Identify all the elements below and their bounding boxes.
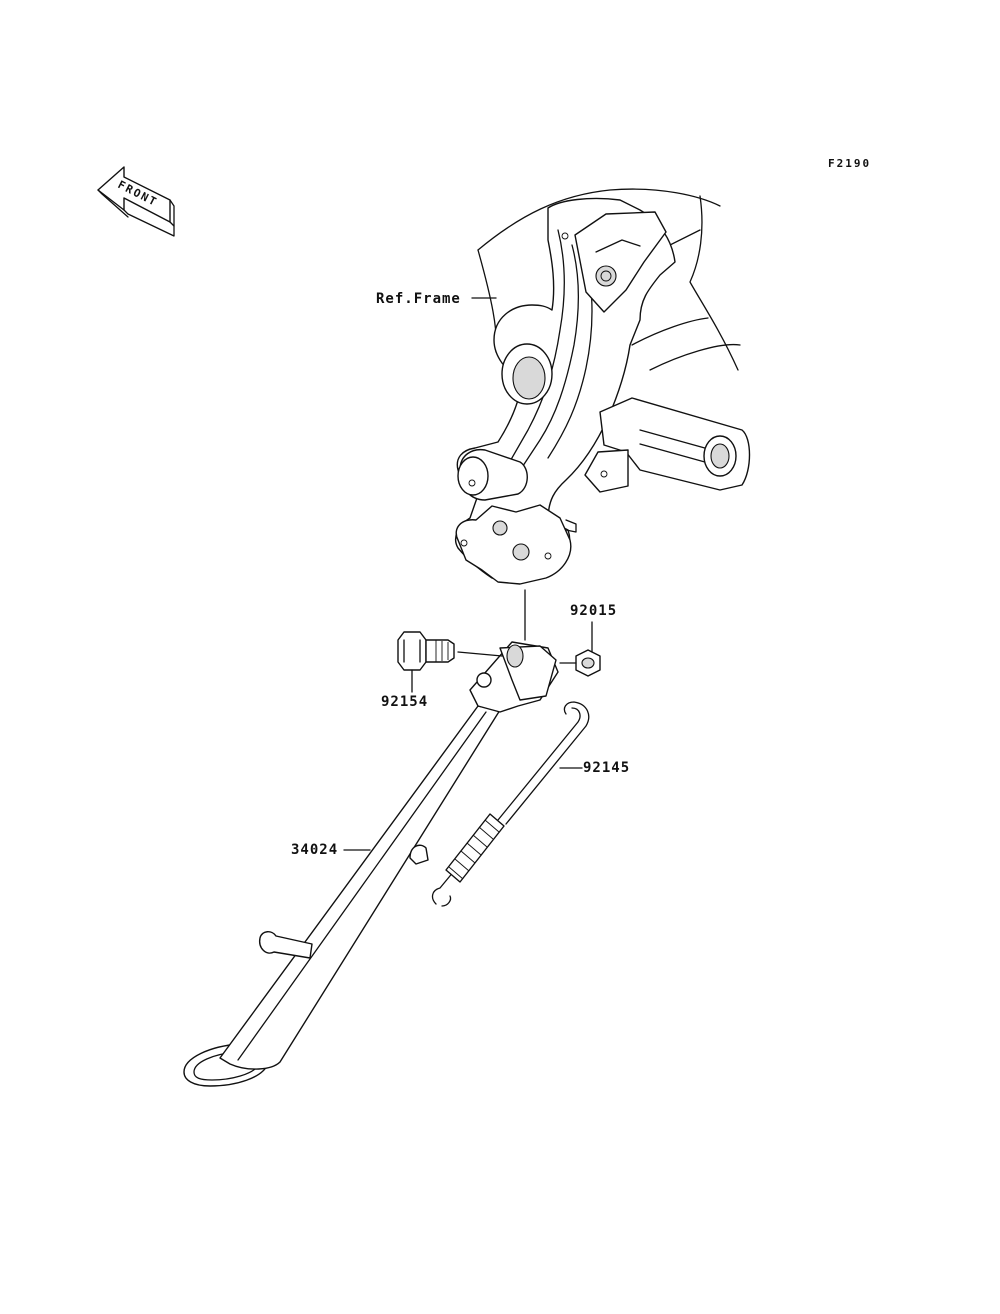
bolt-92154 bbox=[398, 632, 502, 692]
spring-92145 bbox=[433, 702, 589, 906]
ref-frame-label: Ref.Frame bbox=[376, 291, 461, 307]
part-label-92145: 92145 bbox=[583, 760, 631, 776]
side-stand bbox=[184, 642, 558, 1086]
part-label-92015: 92015 bbox=[570, 603, 618, 619]
front-arrow-icon: FRONT bbox=[98, 167, 174, 236]
figure-code: F2190 bbox=[828, 157, 872, 170]
part-label-92154: 92154 bbox=[381, 694, 429, 710]
nut-92015 bbox=[560, 622, 600, 676]
frame-section bbox=[456, 189, 750, 584]
part-label-34024: 34024 bbox=[291, 842, 339, 858]
